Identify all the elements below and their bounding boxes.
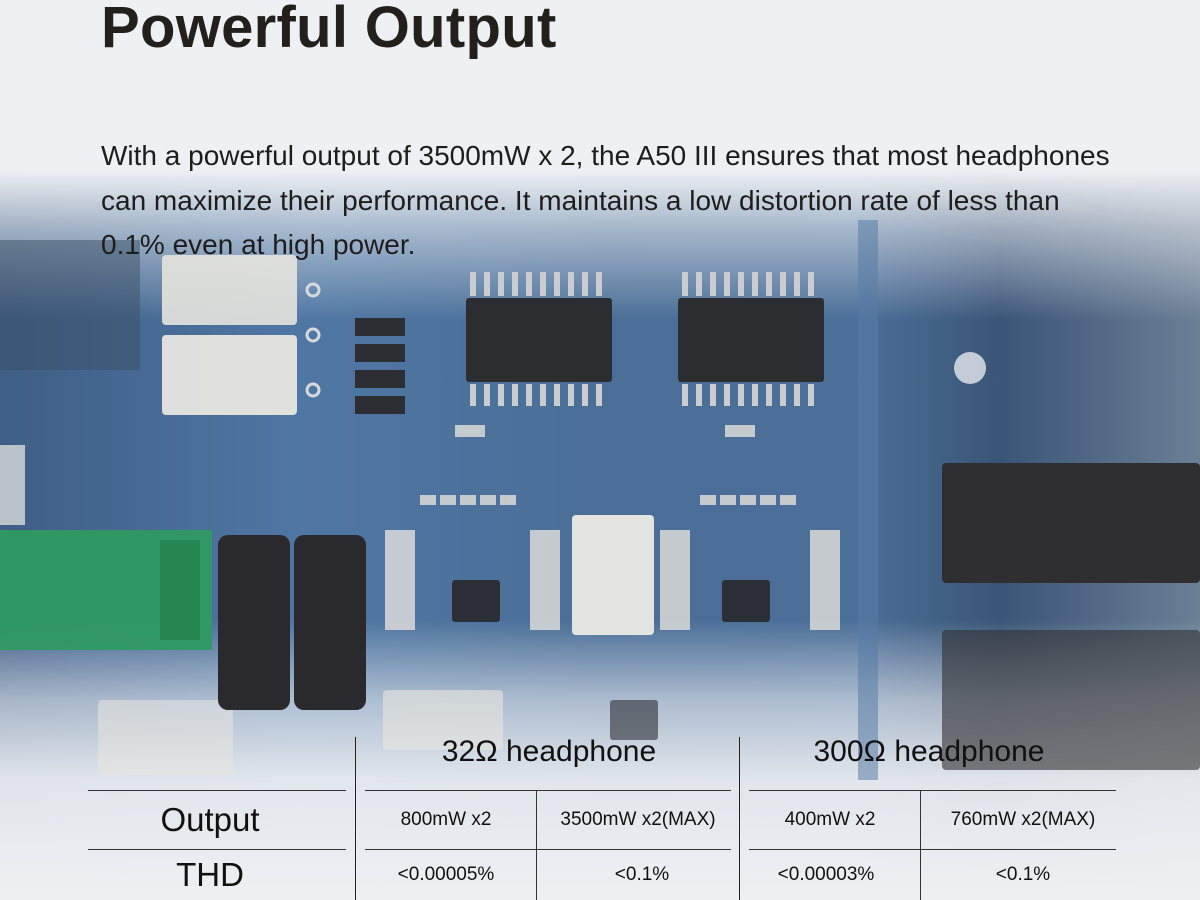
table-divider (355, 737, 356, 900)
table-cell: <0.1% (614, 864, 670, 885)
table-divider (88, 849, 346, 850)
page-title: Powerful Output (101, 0, 557, 60)
table-divider (739, 737, 740, 900)
table-divider (365, 849, 731, 850)
table-cell: <0.00005% (397, 864, 495, 885)
power-relay (942, 463, 1200, 583)
relay-component (98, 700, 233, 775)
table-cell: 3500mW x2(MAX) (560, 809, 716, 830)
table-cell: <0.00003% (777, 864, 875, 885)
relay-component (572, 515, 654, 635)
capacitor (294, 535, 366, 710)
table-divider (749, 790, 1116, 791)
row-label-thd: THD (176, 856, 244, 893)
table-cell: 400mW x2 (784, 809, 876, 830)
table-cell: 800mW x2 (400, 809, 492, 830)
table-cell: <0.1% (995, 864, 1051, 885)
relay-component (162, 335, 297, 415)
capacitor (218, 535, 290, 710)
relay-component (162, 255, 297, 325)
feature-description: With a powerful output of 3500mW x 2, th… (101, 140, 1110, 260)
group-header-300-ohm: 300Ω headphone (813, 735, 1045, 768)
group-header-32-ohm: 32Ω headphone (441, 735, 657, 768)
table-divider (920, 790, 921, 900)
row-label-output: Output (160, 801, 260, 838)
table-divider (749, 849, 1116, 850)
ic-chip (678, 298, 824, 382)
table-divider (365, 790, 731, 791)
table-divider (88, 790, 346, 791)
table-cell: 760mW x2(MAX) (950, 809, 1096, 830)
table-divider (536, 790, 537, 900)
relay-component (383, 690, 503, 750)
ic-chip (466, 298, 612, 382)
